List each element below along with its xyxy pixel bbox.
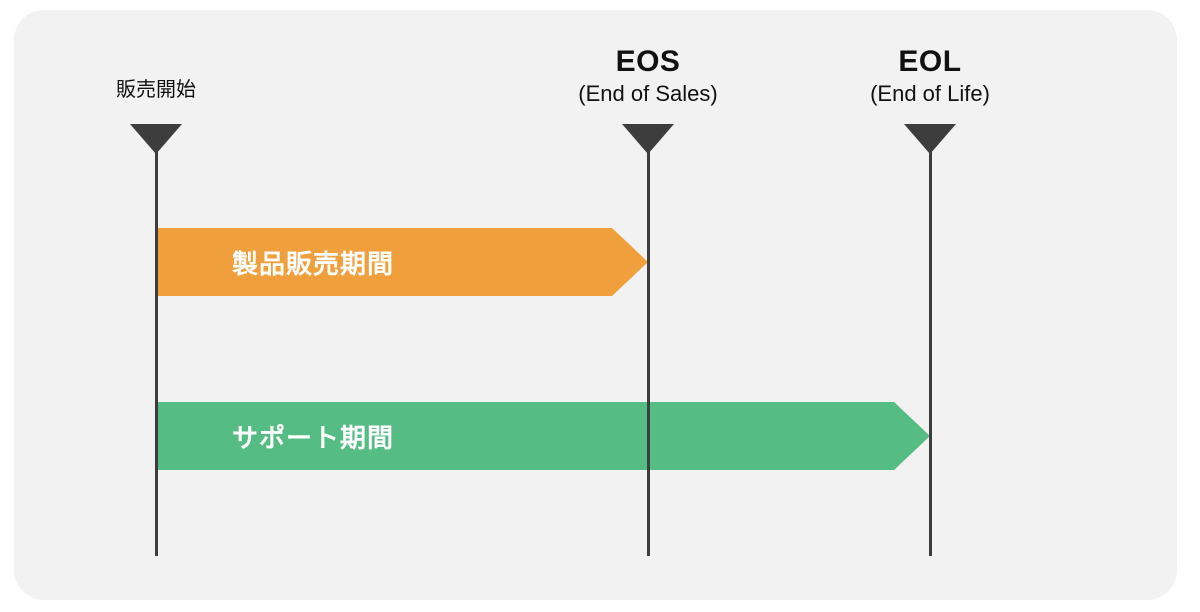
milestone-eol-title: EOL xyxy=(898,45,962,78)
milestone-eol-line xyxy=(928,140,932,556)
support-bar-arrow-shape xyxy=(156,402,930,470)
period-bar-support: サポート期間 xyxy=(156,402,930,470)
milestone-sales-start-line xyxy=(154,140,158,556)
sales-bar-arrow-shape xyxy=(156,228,648,296)
milestone-eos-subtitle: (End of Sales) xyxy=(578,80,718,106)
milestone-sales-start-title: 販売開始 xyxy=(116,79,196,101)
diagram-card-background xyxy=(14,10,1177,600)
milestone-eos-title: EOS xyxy=(615,45,681,78)
milestone-eos-label: EOS (End of Sales) xyxy=(448,44,848,107)
period-bar-support-label: サポート期間 xyxy=(232,422,395,453)
milestone-eol-label: EOL (End of Life) xyxy=(730,44,1130,107)
milestone-eol-subtitle: (End of Life) xyxy=(870,80,990,106)
milestone-eos-line xyxy=(646,140,650,556)
milestone-sales-start-label: 販売開始 xyxy=(0,78,356,102)
period-bar-sales-label: 製品販売期間 xyxy=(232,248,395,279)
period-bar-sales: 製品販売期間 xyxy=(156,228,648,296)
